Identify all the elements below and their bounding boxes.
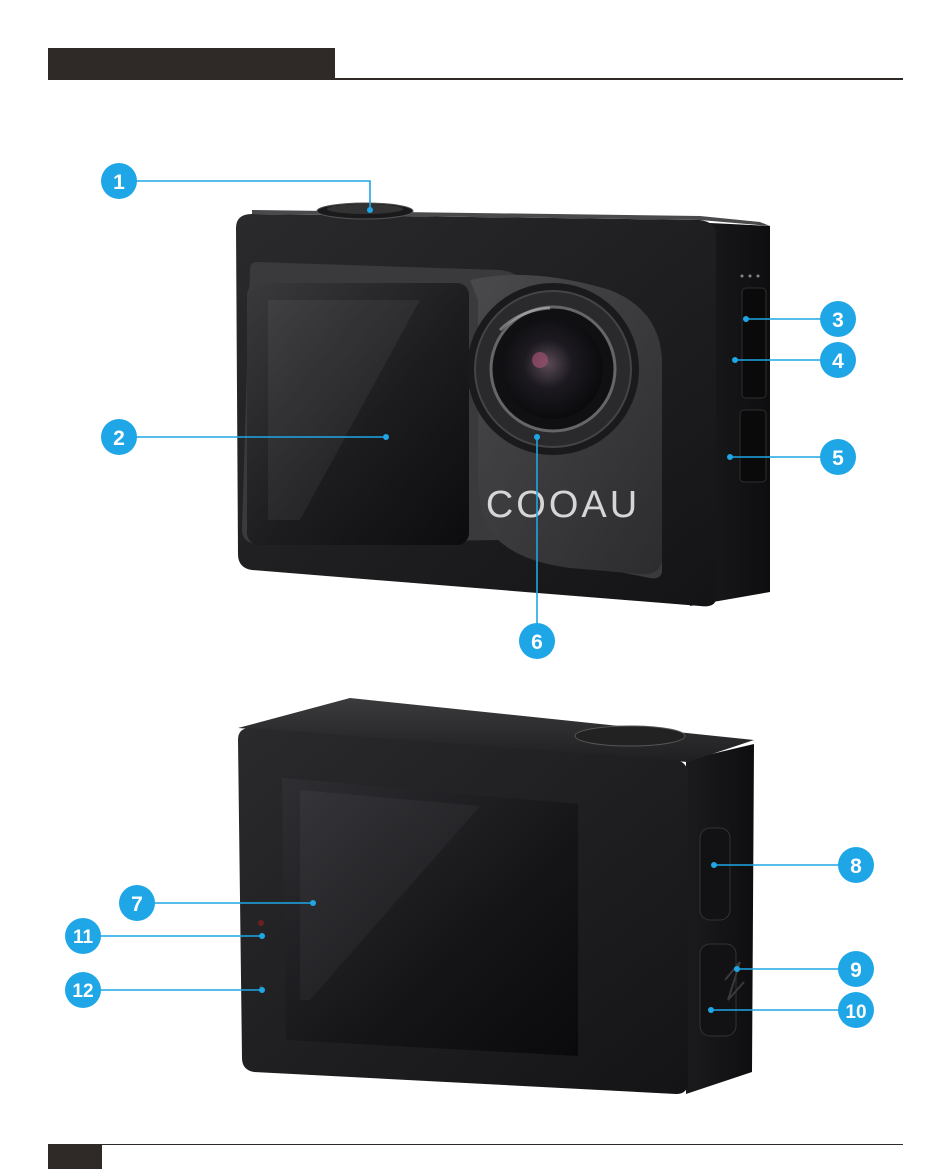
- callout-number: 9: [850, 959, 862, 982]
- callout-number: 6: [531, 631, 543, 654]
- callout-number: 8: [850, 855, 862, 878]
- footer-rule: [48, 1144, 903, 1145]
- callout-number: 10: [845, 1002, 866, 1023]
- footer-page-block: [48, 1145, 102, 1169]
- callout-badge-8: 8: [838, 847, 874, 883]
- callout-badge-3: 3: [820, 301, 856, 337]
- callout-number: 3: [832, 309, 844, 332]
- callout-number: 7: [131, 893, 143, 916]
- callout-number: 2: [113, 427, 125, 450]
- brand-logo: COOAU: [486, 484, 640, 526]
- callout-badge-9: 9: [838, 951, 874, 987]
- callout-badge-11: 11: [65, 918, 101, 954]
- callout-badge-7: 7: [119, 885, 155, 921]
- callout-number: 4: [832, 350, 844, 373]
- callout-number: 11: [73, 927, 94, 948]
- camera-back-view: [238, 698, 754, 1094]
- callout-badge-1: 1: [101, 163, 137, 199]
- callout-badge-5: 5: [820, 439, 856, 475]
- callout-badge-2: 2: [101, 419, 137, 455]
- callout-badge-6: 6: [519, 623, 555, 659]
- camera-front-view: COOAU: [236, 203, 770, 606]
- callout-badge-4: 4: [820, 342, 856, 378]
- callout-badge-10: 10: [838, 992, 874, 1028]
- callout-badge-12: 12: [65, 972, 101, 1008]
- callout-number: 12: [72, 981, 93, 1002]
- callout-number: 5: [832, 447, 844, 470]
- callout-number: 1: [113, 171, 125, 194]
